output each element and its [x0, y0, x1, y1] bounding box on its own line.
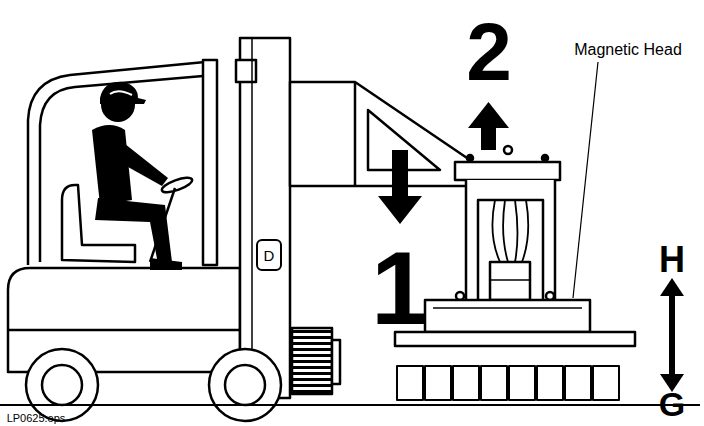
magnet-plate [395, 332, 635, 346]
arm-joint [354, 82, 357, 186]
direction-letter: G [659, 387, 685, 421]
direction-letter: H [659, 242, 685, 278]
coil-cap [332, 340, 340, 384]
load-blocks [397, 366, 619, 400]
cylinder-block [490, 262, 530, 300]
rear-wheel [26, 349, 98, 421]
front-hub [225, 365, 265, 405]
block-line [490, 279, 530, 281]
callout-number: 2 [466, 11, 512, 93]
carriage-arm [290, 82, 470, 186]
magnet-box [425, 300, 590, 332]
front-wheel [209, 349, 281, 421]
mast-bracket [236, 60, 256, 82]
overhead-guard [28, 62, 215, 265]
mast [240, 38, 290, 398]
coil-cylinder [292, 328, 332, 394]
leader-line [573, 62, 598, 298]
chassis-line [8, 329, 240, 332]
top-plate [455, 162, 560, 180]
bolt [467, 155, 473, 161]
cables [492, 200, 528, 262]
lift-eye [504, 146, 512, 154]
rear-hub [42, 365, 82, 405]
head-frame [466, 180, 555, 305]
ground-line [0, 404, 700, 406]
guard-inner [40, 76, 203, 262]
operator [92, 82, 182, 270]
magnet-rim [433, 307, 582, 309]
double-arrow-shaft [669, 292, 675, 378]
part-label: Magnetic Head [574, 42, 682, 58]
guard-post [203, 60, 217, 265]
plate-letter: D [264, 248, 275, 263]
file-name: LP0625.eps [7, 413, 66, 424]
callout-number: 1 [371, 236, 429, 340]
mast-plate [257, 240, 281, 270]
bolt [542, 155, 548, 161]
mast-rail [251, 38, 253, 398]
